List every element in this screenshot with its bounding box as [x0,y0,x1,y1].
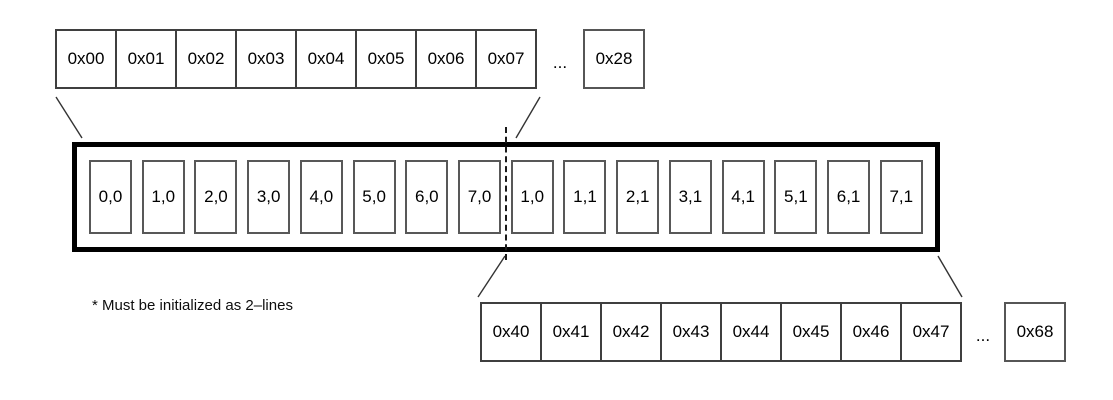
address-cell: 0x40 [480,302,542,362]
line-boundary-divider [505,127,507,260]
address-cell: 0x05 [355,29,417,89]
buffer-cell: 5,0 [352,160,396,234]
address-cell-last-line0: 0x28 [583,29,645,89]
buffer-cell: 3,1 [668,160,712,234]
address-cell: 0x06 [415,29,477,89]
address-cell: 0x41 [540,302,602,362]
address-cell: 0x01 [115,29,177,89]
buffer-cell: 3,0 [247,160,291,234]
address-cell-last-line1: 0x68 [1004,302,1066,362]
buffer-cell: 5,1 [774,160,818,234]
connector-top-right [515,96,541,139]
buffer-cell: 1,0 [141,160,185,234]
address-cell: 0x42 [600,302,662,362]
address-cell: 0x43 [660,302,722,362]
buffer-cell: 4,0 [299,160,343,234]
connector-top-left [55,96,83,139]
buffer-cell: 0,0 [89,160,132,234]
buffer-cell: 4,1 [721,160,765,234]
address-cell: 0x03 [235,29,297,89]
ellipsis-line1: ... [975,326,991,345]
address-cell: 0x47 [900,302,962,362]
address-cell: 0x07 [475,29,537,89]
buffer-cell: 7,0 [458,160,502,234]
buffer-cell: 7,1 [879,160,923,234]
ellipsis-line0: ... [552,53,568,72]
buffer-cell: 2,1 [616,160,660,234]
buffer-cell: 1,1 [563,160,607,234]
address-cell: 0x45 [780,302,842,362]
address-cell: 0x44 [720,302,782,362]
connector-bottom-left [477,255,506,298]
buffer-cell: 6,1 [827,160,871,234]
connector-bottom-right [937,255,963,298]
buffer-cell: 6,0 [405,160,449,234]
address-cell: 0x00 [55,29,117,89]
address-cell: 0x04 [295,29,357,89]
footnote: * Must be initialized as 2–lines [92,297,293,314]
buffer-cell: 2,0 [194,160,238,234]
buffer-cell: 1,0 [510,160,554,234]
address-cell: 0x46 [840,302,902,362]
address-cell: 0x02 [175,29,237,89]
